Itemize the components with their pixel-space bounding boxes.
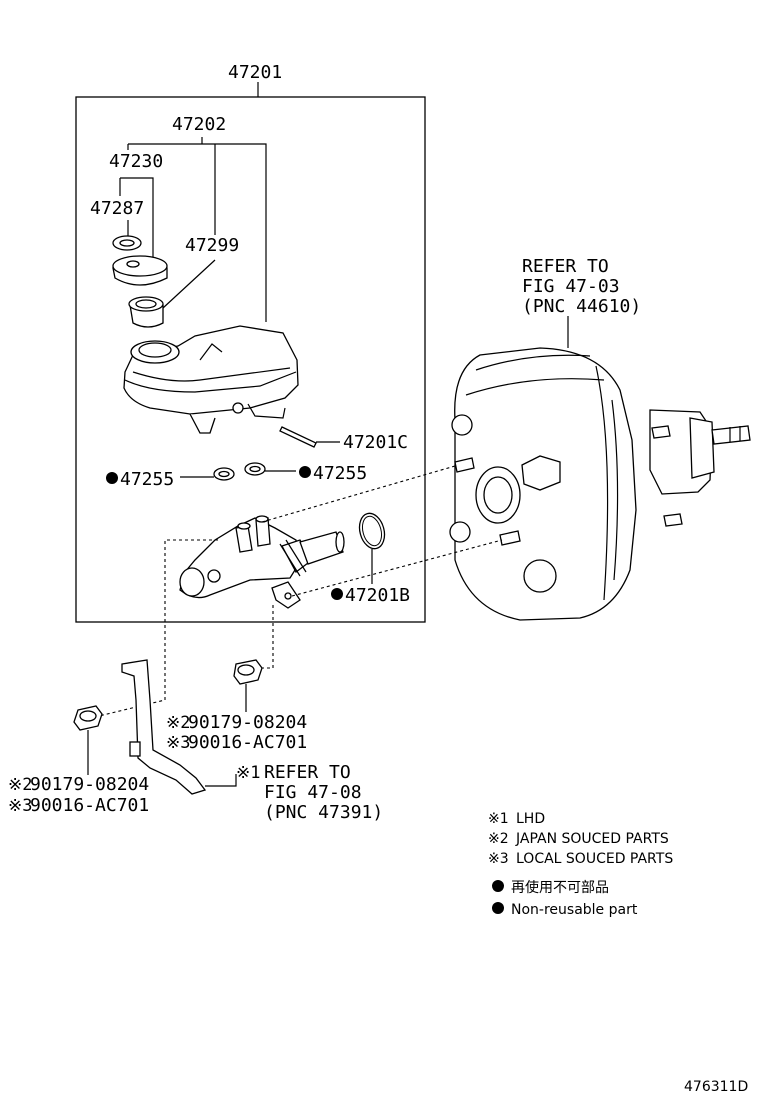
label-47230[interactable]: 47230	[109, 151, 163, 172]
nut-left	[73, 705, 103, 731]
note-mark: ※3	[488, 851, 509, 867]
legend-non-reusable-icon	[492, 880, 504, 892]
non-reusable-mark-47255-left	[106, 472, 118, 484]
figure-id: 476311D	[684, 1079, 748, 1095]
non-reusable-mark-47255-right	[299, 466, 311, 478]
reservoir-cap	[112, 255, 168, 286]
master-cylinder-bracket	[121, 659, 207, 795]
master-cylinder	[179, 515, 345, 609]
legend-text-en: Non-reusable part	[511, 902, 638, 918]
nut-center	[233, 659, 263, 685]
strainer-ring	[112, 235, 142, 251]
bolt-center-line1[interactable]: 90179-08204	[188, 712, 307, 733]
refer-bracket-line1[interactable]: REFER TO	[264, 762, 351, 783]
grommet-right	[244, 462, 266, 476]
reservoir-pin	[279, 426, 340, 448]
legend-block: 再使用不可部品 Non-reusable part	[492, 879, 638, 918]
legend-non-reusable-icon	[492, 902, 504, 914]
bolt-center-line2[interactable]: 90016-AC701	[188, 732, 307, 753]
label-47202[interactable]: 47202	[172, 114, 226, 135]
label-47201C[interactable]: 47201C	[343, 432, 408, 453]
note-text: LOCAL SOUCED PARTS	[516, 851, 673, 867]
assembly-box	[75, 96, 426, 623]
brake-booster	[449, 347, 751, 621]
o-ring	[358, 512, 386, 550]
brake-fluid-reservoir	[123, 325, 299, 434]
note-text: JAPAN SOUCED PARTS	[515, 831, 669, 847]
grommet-sleeve	[128, 296, 164, 328]
bolt-left-mark1: ※2	[8, 775, 32, 795]
label-47287[interactable]: 47287	[90, 198, 144, 219]
bolt-center-mark1: ※2	[166, 713, 190, 733]
bolt-left-line1[interactable]: 90179-08204	[30, 774, 149, 795]
note-text: LHD	[516, 811, 545, 827]
label-47255-left[interactable]: 47255	[120, 469, 174, 490]
legend-text-ja: 再使用不可部品	[511, 879, 609, 896]
note-mark: ※2	[488, 831, 509, 847]
refer-bracket-line3[interactable]: (PNC 47391)	[264, 802, 383, 823]
bolt-center-mark2: ※3	[166, 733, 190, 753]
refer-booster-line1[interactable]: REFER TO	[522, 256, 609, 277]
label-47201B[interactable]: 47201B	[345, 585, 410, 606]
bolt-left-mark2: ※3	[8, 796, 32, 816]
refer-booster-line3[interactable]: (PNC 44610)	[522, 296, 641, 317]
label-47201[interactable]: 47201	[228, 62, 282, 83]
grommet-left	[213, 467, 235, 481]
refer-booster-line2[interactable]: FIG 47-03	[522, 276, 620, 297]
refer-bracket-mark: ※1	[236, 763, 260, 783]
non-reusable-mark-47201B	[331, 588, 343, 600]
notes-block: ※1 LHD ※2 JAPAN SOUCED PARTS ※3 LOCAL SO…	[488, 811, 673, 867]
note-mark: ※1	[488, 811, 509, 827]
label-47299[interactable]: 47299	[185, 235, 239, 256]
refer-bracket-line2[interactable]: FIG 47-08	[264, 782, 362, 803]
label-47255-right[interactable]: 47255	[313, 463, 367, 484]
bolt-left-line2[interactable]: 90016-AC701	[30, 795, 149, 816]
